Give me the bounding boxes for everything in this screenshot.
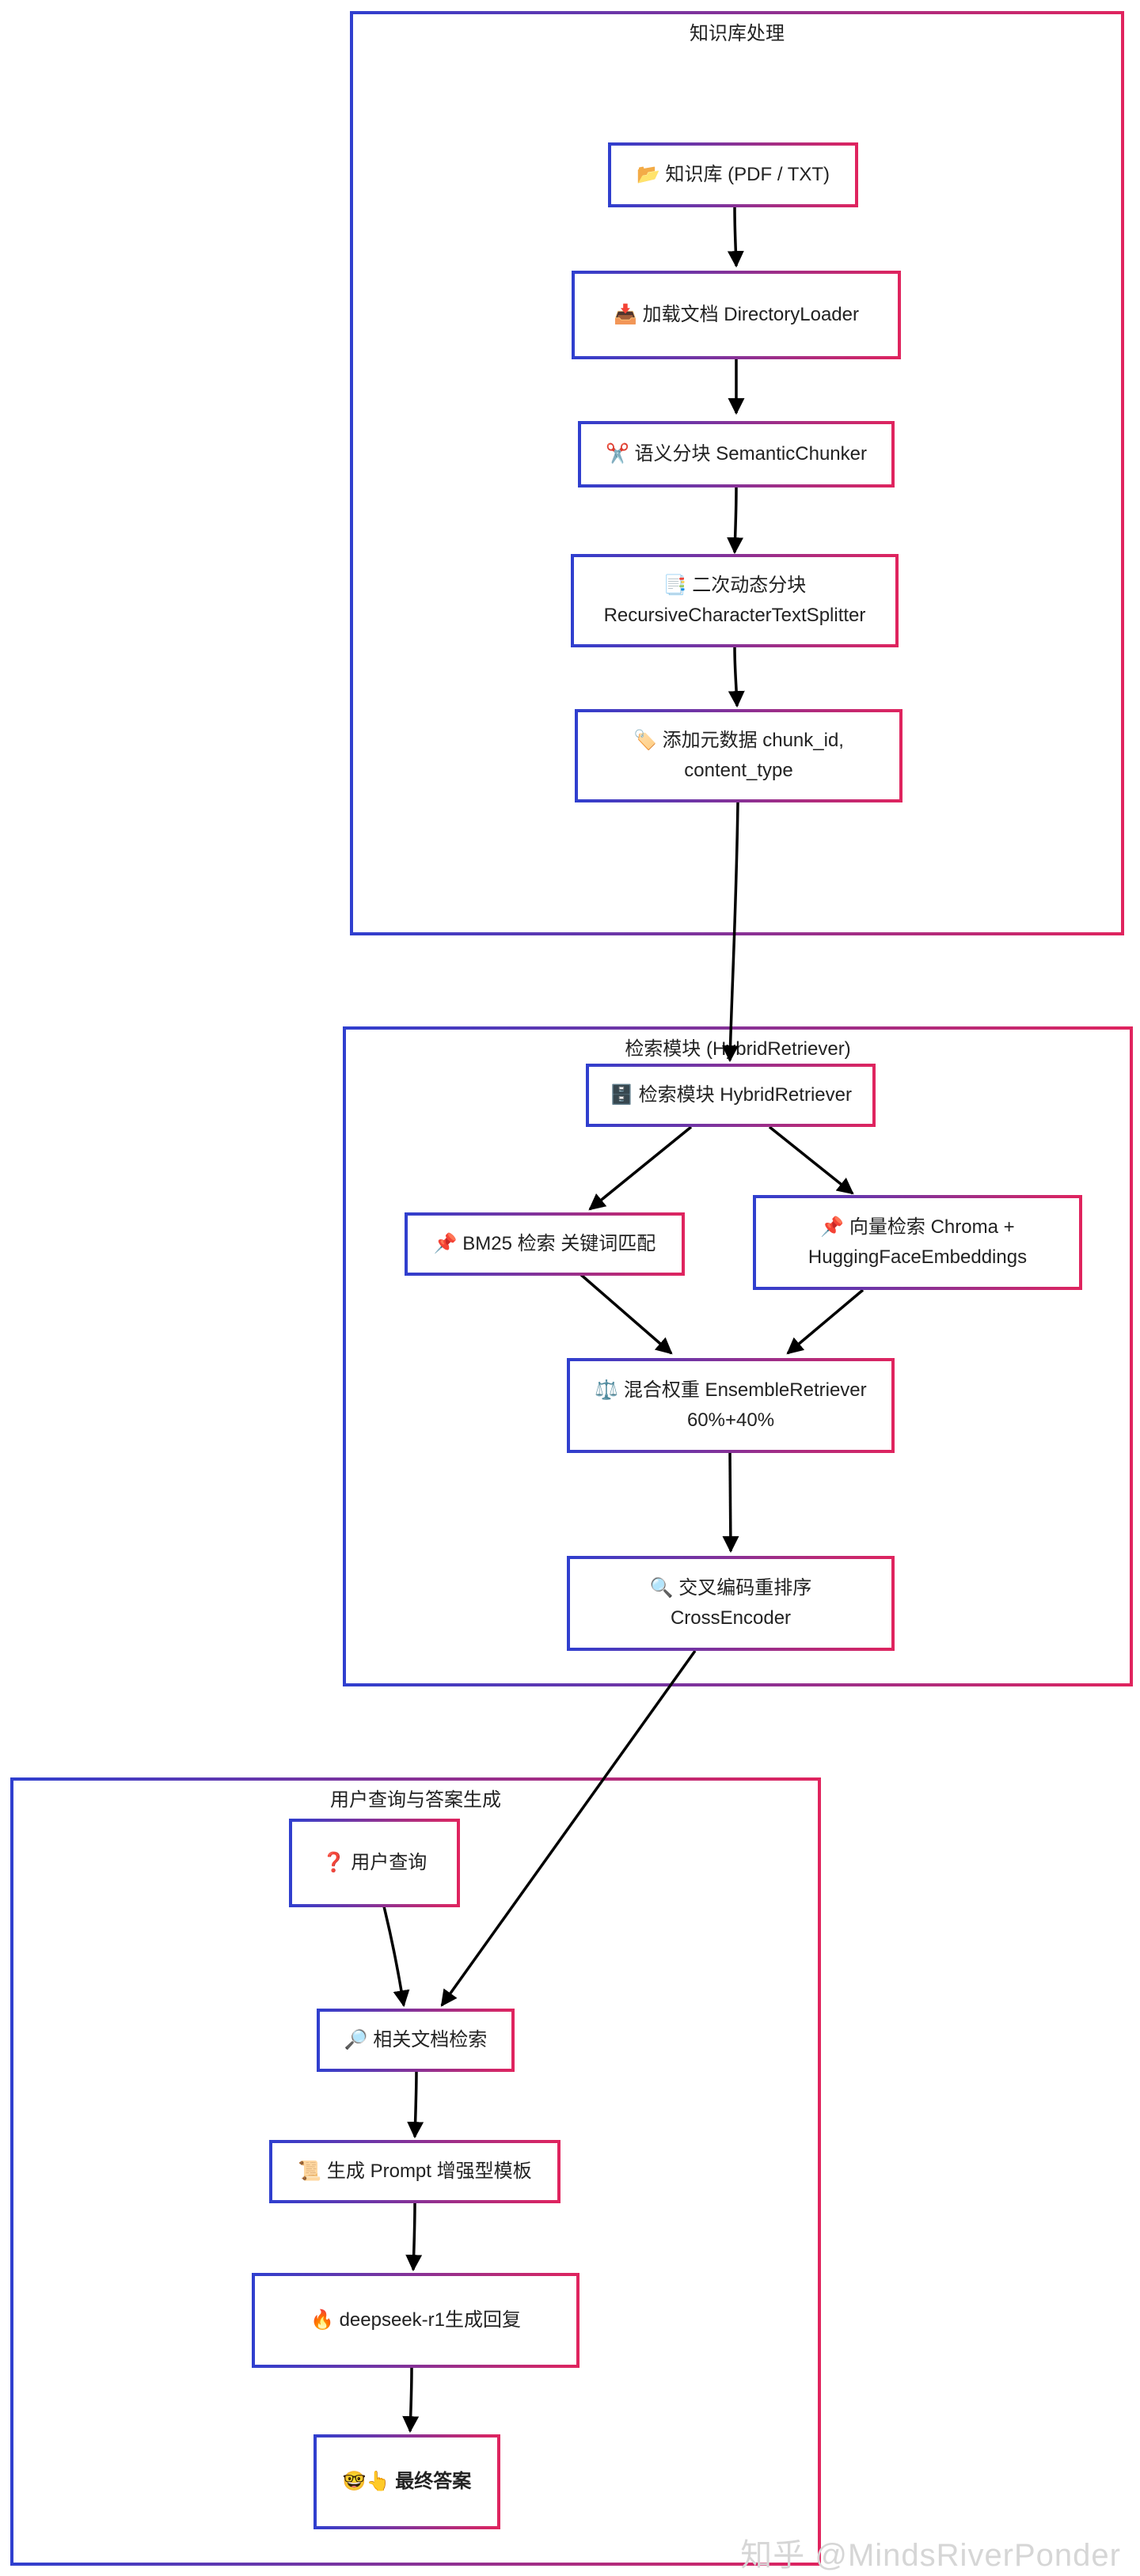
node-user-query[interactable]: ❓ 用户查询: [289, 1819, 460, 1907]
node-ensemble[interactable]: ⚖️ 混合权重 EnsembleRetriever 60%+40%: [567, 1358, 895, 1453]
group-title: 知识库处理: [690, 23, 785, 44]
node-prompt[interactable]: 📜 生成 Prompt 增强型模板: [269, 2140, 560, 2203]
node-knowledge-base[interactable]: 📂 知识库 (PDF / TXT): [608, 142, 858, 207]
node-bm25[interactable]: 📌 BM25 检索 关键词匹配: [405, 1212, 685, 1276]
group-title: 用户查询与答案生成: [330, 1789, 501, 1811]
node-vector-search[interactable]: 📌 向量检索 Chroma + HuggingFaceEmbeddings: [753, 1195, 1082, 1290]
node-semantic-chunker[interactable]: ✂️ 语义分块 SemanticChunker: [578, 421, 895, 488]
node-llm[interactable]: 🔥 deepseek-r1生成回复: [252, 2273, 580, 2368]
watermark: 知乎 @MindsRiverPonder: [740, 2538, 1121, 2573]
node-add-metadata[interactable]: 🏷️ 添加元数据 chunk_id, content_type: [575, 709, 902, 802]
node-recursive-splitter[interactable]: 📑 二次动态分块 RecursiveCharacterTextSplitter: [571, 554, 899, 647]
node-doc-search[interactable]: 🔎 相关文档检索: [317, 2009, 515, 2072]
group-title: 检索模块 (HybridRetriever): [625, 1038, 851, 1060]
node-final-answer[interactable]: 🤓👆 最终答案: [314, 2434, 500, 2529]
node-cross-encoder[interactable]: 🔍 交叉编码重排序 CrossEncoder: [567, 1556, 895, 1651]
node-load-documents[interactable]: 📥 加载文档 DirectoryLoader: [572, 271, 901, 359]
node-hybrid-retriever[interactable]: 🗄️ 检索模块 HybridRetriever: [586, 1064, 876, 1127]
